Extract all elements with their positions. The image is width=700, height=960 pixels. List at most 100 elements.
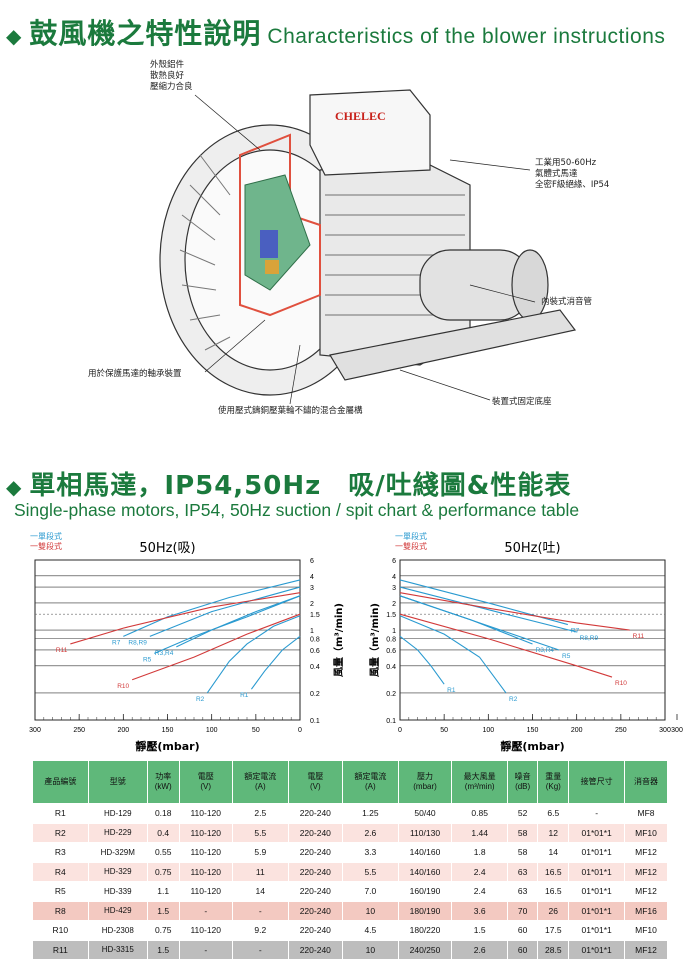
series-label: R11 xyxy=(56,647,68,654)
table-cell: 220-240 xyxy=(287,861,344,882)
series-line-r5 xyxy=(154,595,301,654)
table-cell: 0.18 xyxy=(146,803,180,824)
series-label: R5 xyxy=(143,656,152,663)
table-cell: 12 xyxy=(537,822,570,843)
x-tick-label: 100 xyxy=(482,727,494,734)
table-cell: MF10 xyxy=(624,920,668,941)
table-cell: 110-120 xyxy=(178,842,233,863)
series-line-r5 xyxy=(399,595,560,651)
table-cell: 6.5 xyxy=(537,803,570,824)
y-tick-label: 0.6 xyxy=(310,648,320,655)
annotation-impeller: 使用壓式鑄銅壓葉輪不鏽的混合金屬構 xyxy=(218,406,363,416)
series-label: R1 xyxy=(447,687,456,694)
y-axis-label: 風量（m³/min) xyxy=(368,603,381,677)
y-tick-label: 0.6 xyxy=(386,648,396,655)
series-label: R3,R4 xyxy=(155,650,174,657)
table-cell: R8 xyxy=(32,900,89,921)
plot-frame xyxy=(34,559,301,721)
y-tick-label: 1.5 xyxy=(386,612,396,619)
table-cell: - xyxy=(178,900,233,921)
table-cell: 110-120 xyxy=(178,861,233,882)
x-axis-label: 靜壓(mbar) xyxy=(135,739,199,753)
table-cell: 4.5 xyxy=(342,920,399,941)
x-tick-label: 250 xyxy=(615,727,627,734)
table-cell: 58 xyxy=(507,842,539,863)
x-tick-label: 250 xyxy=(73,727,85,734)
table-cell: 50/40 xyxy=(397,803,453,824)
table-cell: 14 xyxy=(537,842,570,863)
series-label: R11 xyxy=(633,633,645,640)
y-tick-label: 4 xyxy=(392,574,396,581)
table-header-cell: 最大風量(m³/min) xyxy=(451,760,509,804)
table-cell: 16.5 xyxy=(537,861,570,882)
table-header-cell: 產品編號 xyxy=(32,760,89,804)
series-label: R5 xyxy=(562,653,571,660)
table-header-cell: 電壓(V) xyxy=(178,760,233,804)
series-line-r11 xyxy=(399,592,630,631)
series-line-r1 xyxy=(250,635,301,690)
series-line-r11 xyxy=(70,592,301,645)
table-cell: 70 xyxy=(507,900,539,921)
series-line-r2 xyxy=(206,615,301,694)
series-line-r7 xyxy=(399,579,568,626)
y-axis-label: 風量（m³/min) xyxy=(332,603,345,677)
x-tick-label: 300 xyxy=(671,727,683,734)
table-cell: MF12 xyxy=(624,881,668,902)
table-cell: 5.9 xyxy=(231,842,289,863)
y-tick-label: 3 xyxy=(392,585,396,592)
table-cell: 220-240 xyxy=(287,881,344,902)
y-tick-label: 0.1 xyxy=(386,718,396,725)
series-label: R7 xyxy=(112,639,121,646)
table-cell: - xyxy=(231,900,289,921)
table-header-cell: 額定電流(A) xyxy=(342,760,399,804)
table-cell: 180/220 xyxy=(397,920,453,941)
table-cell: 2.4 xyxy=(451,881,509,902)
series-label: R1 xyxy=(240,692,249,699)
x-tick-label: 300 xyxy=(29,727,41,734)
table-cell: 0.85 xyxy=(451,803,509,824)
y-tick-label: 2 xyxy=(392,601,396,608)
x-tick-label: 0 xyxy=(398,727,402,734)
table-cell: HD-329M xyxy=(87,842,148,863)
series-line-r10 xyxy=(399,613,613,678)
table-cell: 140/160 xyxy=(397,861,453,882)
y-tick-label: 0.2 xyxy=(386,691,396,698)
table-cell: R5 xyxy=(32,881,89,902)
x-tick-label: 100 xyxy=(206,727,218,734)
plot-frame xyxy=(399,559,666,721)
table-cell: 110/130 xyxy=(397,822,453,843)
table-cell: 01*01*1 xyxy=(568,920,625,941)
section-title-performance: ◆ 單相馬達，IP54,50Hz 吸/吐綫圖&性能表 xyxy=(6,465,571,502)
y-tick-label: 1 xyxy=(310,628,314,635)
table-cell: 0.75 xyxy=(146,920,180,941)
series-line-r7 xyxy=(123,579,301,637)
annotation-muffler: 內裝式消音管 xyxy=(541,297,593,307)
table-header-cell: 消音器 xyxy=(624,760,668,804)
series-line-r8-r9 xyxy=(149,586,301,637)
table-cell: 220-240 xyxy=(287,900,344,921)
table-cell: 110-120 xyxy=(178,822,233,843)
y-tick-label: 1 xyxy=(392,628,396,635)
table-cell: 1.5 xyxy=(451,920,509,941)
table-cell: 110-120 xyxy=(178,881,233,902)
series-label: R2 xyxy=(196,696,205,703)
table-header-cell: 功率(kW) xyxy=(146,760,180,804)
series-label: R8,R9 xyxy=(580,635,599,642)
table-cell: 63 xyxy=(507,881,539,902)
y-tick-label: 0.8 xyxy=(310,637,320,644)
table-cell: MF12 xyxy=(624,861,668,882)
x-tick-label: 150 xyxy=(162,727,174,734)
chart-title: 50Hz(吸) xyxy=(139,541,195,556)
title-chinese-performance: 單相馬達，IP54,50Hz 吸/吐綫圖&性能表 xyxy=(29,471,572,501)
subtitle-english: Single-phase motors, IP54, 50Hz suction … xyxy=(14,500,580,520)
table-cell: 2.6 xyxy=(342,822,399,843)
x-tick-label: 300 xyxy=(659,727,671,734)
table-header-cell: 重量(Kg) xyxy=(537,760,570,804)
table-cell: 14 xyxy=(231,881,289,902)
table-cell: R3 xyxy=(32,842,89,863)
